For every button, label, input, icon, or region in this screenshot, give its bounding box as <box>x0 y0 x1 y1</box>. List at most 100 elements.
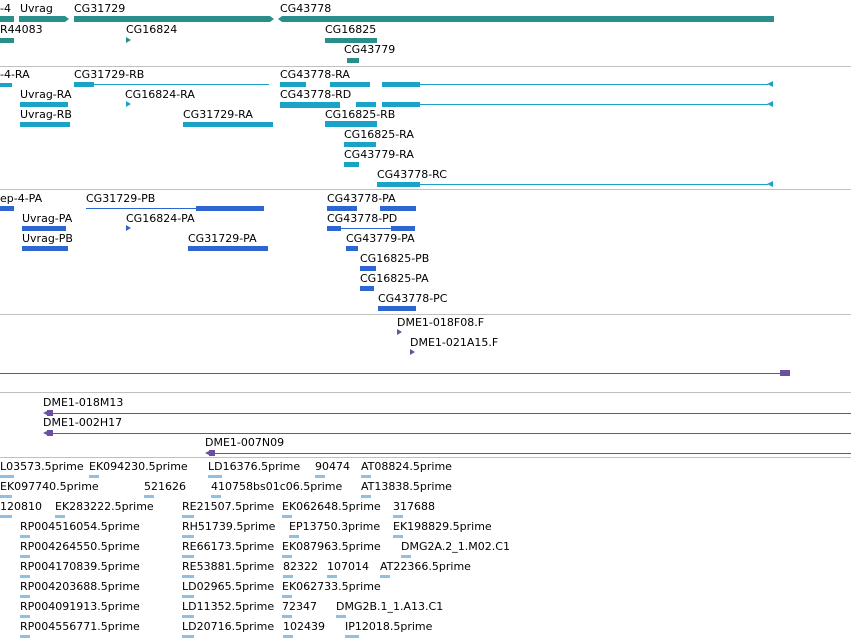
est-feature[interactable] <box>327 575 337 578</box>
protein-feature[interactable] <box>391 226 415 231</box>
transcript-feature[interactable] <box>382 82 420 87</box>
est-feature[interactable] <box>282 555 292 558</box>
est-feature[interactable] <box>282 615 292 618</box>
est-label[interactable]: AT22366.5prime <box>380 560 471 573</box>
transcript-label[interactable]: CG16825-RA <box>344 128 414 141</box>
transcript-feature[interactable] <box>74 82 94 87</box>
est-label[interactable]: 102439 <box>283 620 325 633</box>
protein-label[interactable]: CG43779-PA <box>346 232 415 245</box>
gene-label[interactable]: CG31729 <box>74 2 126 15</box>
est-label[interactable]: LD02965.5prime <box>182 580 275 593</box>
est-label[interactable]: EK094230.5prime <box>89 460 188 473</box>
clone-label[interactable]: DME1-002H17 <box>43 416 123 429</box>
transcript-label[interactable]: Uvrag-RA <box>20 88 72 101</box>
protein-label[interactable]: Uvrag-PB <box>22 232 73 245</box>
gene-label[interactable]: CG43779 <box>344 43 396 56</box>
est-feature[interactable] <box>401 555 411 558</box>
protein-feature[interactable] <box>346 246 358 251</box>
est-label[interactable]: AT08824.5prime <box>361 460 452 473</box>
transcript-feature[interactable] <box>325 121 377 127</box>
est-label[interactable]: LD16376.5prime <box>208 460 301 473</box>
protein-feature[interactable] <box>188 246 268 251</box>
est-label[interactable]: RH51739.5prime <box>182 520 276 533</box>
est-label[interactable]: RP004516054.5prime <box>20 520 140 533</box>
est-feature[interactable] <box>380 575 390 578</box>
est-label[interactable]: EK062648.5prime <box>282 500 381 513</box>
gene-label[interactable]: R44083 <box>0 23 43 36</box>
transcript-label[interactable]: CG43779-RA <box>344 148 414 161</box>
est-label[interactable]: EP13750.3prime <box>289 520 381 533</box>
est-feature[interactable] <box>144 495 154 498</box>
est-feature[interactable] <box>315 475 325 478</box>
est-feature[interactable] <box>282 595 292 598</box>
gene-label[interactable]: -4 <box>0 2 11 15</box>
transcript-feature[interactable] <box>20 102 68 107</box>
protein-feature[interactable] <box>22 246 68 251</box>
transcript-label[interactable]: -4-RA <box>0 68 30 81</box>
transcript-label[interactable]: CG16824-RA <box>125 88 195 101</box>
est-feature[interactable] <box>0 515 12 518</box>
est-label[interactable]: DMG2B.1_1.A13.C1 <box>336 600 444 613</box>
est-label[interactable]: EK087963.5prime <box>282 540 381 553</box>
est-label[interactable]: RP004091913.5prime <box>20 600 140 613</box>
est-feature[interactable] <box>211 495 221 498</box>
protein-label[interactable]: CG43778-PC <box>378 292 448 305</box>
alignment-end[interactable] <box>780 370 790 376</box>
est-label[interactable]: 317688 <box>393 500 435 513</box>
est-feature[interactable] <box>283 575 293 578</box>
est-feature[interactable] <box>20 575 30 578</box>
est-label[interactable]: 120810 <box>0 500 42 513</box>
est-label[interactable]: RP004556771.5prime <box>20 620 140 633</box>
est-label[interactable]: RP004264550.5prime <box>20 540 140 553</box>
protein-label[interactable]: CG43778-PA <box>327 192 396 205</box>
transcript-label[interactable]: CG16825-RB <box>325 108 396 121</box>
transcript-feature[interactable] <box>0 83 12 87</box>
est-label[interactable]: IP12018.5prime <box>345 620 433 633</box>
est-feature[interactable] <box>289 535 299 538</box>
protein-label[interactable]: CG16825-PA <box>360 272 429 285</box>
transcript-feature[interactable] <box>20 122 70 127</box>
est-feature[interactable] <box>182 595 194 598</box>
est-feature[interactable] <box>20 635 30 638</box>
est-label[interactable]: LD20716.5prime <box>182 620 275 633</box>
est-label[interactable]: RP004203688.5prime <box>20 580 140 593</box>
transcript-feature[interactable] <box>183 122 273 127</box>
transcript-label[interactable]: CG43778-RD <box>280 88 352 101</box>
transcript-feature[interactable] <box>280 82 306 87</box>
transcript-feature[interactable] <box>280 102 340 108</box>
est-feature[interactable] <box>208 475 222 478</box>
est-feature[interactable] <box>393 535 403 538</box>
est-feature[interactable] <box>361 495 371 498</box>
est-label[interactable]: EK062733.5prime <box>282 580 381 593</box>
est-feature[interactable] <box>89 475 99 478</box>
est-feature[interactable] <box>282 515 292 518</box>
gene-feature[interactable] <box>282 16 774 22</box>
transcript-feature[interactable] <box>382 102 420 107</box>
transcript-feature[interactable] <box>356 102 376 107</box>
est-label[interactable]: DMG2A.2_1.M02.C1 <box>401 540 510 553</box>
est-feature[interactable] <box>0 475 14 478</box>
est-label[interactable]: 90474 <box>315 460 350 473</box>
gene-feature[interactable] <box>347 58 359 63</box>
est-label[interactable]: RP004170839.5prime <box>20 560 140 573</box>
clone-feature[interactable] <box>209 450 215 456</box>
est-label[interactable]: RE53881.5prime <box>182 560 275 573</box>
protein-label[interactable]: CG31729-PA <box>188 232 257 245</box>
alignment-line[interactable] <box>53 433 851 434</box>
protein-label[interactable]: ep-4-PA <box>0 192 43 205</box>
protein-label[interactable]: CG16825-PB <box>360 252 430 265</box>
gene-feature[interactable] <box>74 16 270 22</box>
protein-feature[interactable] <box>327 206 357 211</box>
alignment-line[interactable] <box>0 373 782 374</box>
gene-label[interactable]: CG16824 <box>126 23 178 36</box>
protein-feature[interactable] <box>196 206 264 211</box>
transcript-label[interactable]: CG31729-RA <box>183 108 253 121</box>
gene-feature[interactable] <box>0 16 14 22</box>
gene-feature[interactable] <box>0 38 14 43</box>
est-feature[interactable] <box>182 615 194 618</box>
est-label[interactable]: 521626 <box>144 480 186 493</box>
transcript-label[interactable]: CG43778-RA <box>280 68 350 81</box>
est-label[interactable]: EK097740.5prime <box>0 480 99 493</box>
clone-feature[interactable] <box>47 410 53 416</box>
